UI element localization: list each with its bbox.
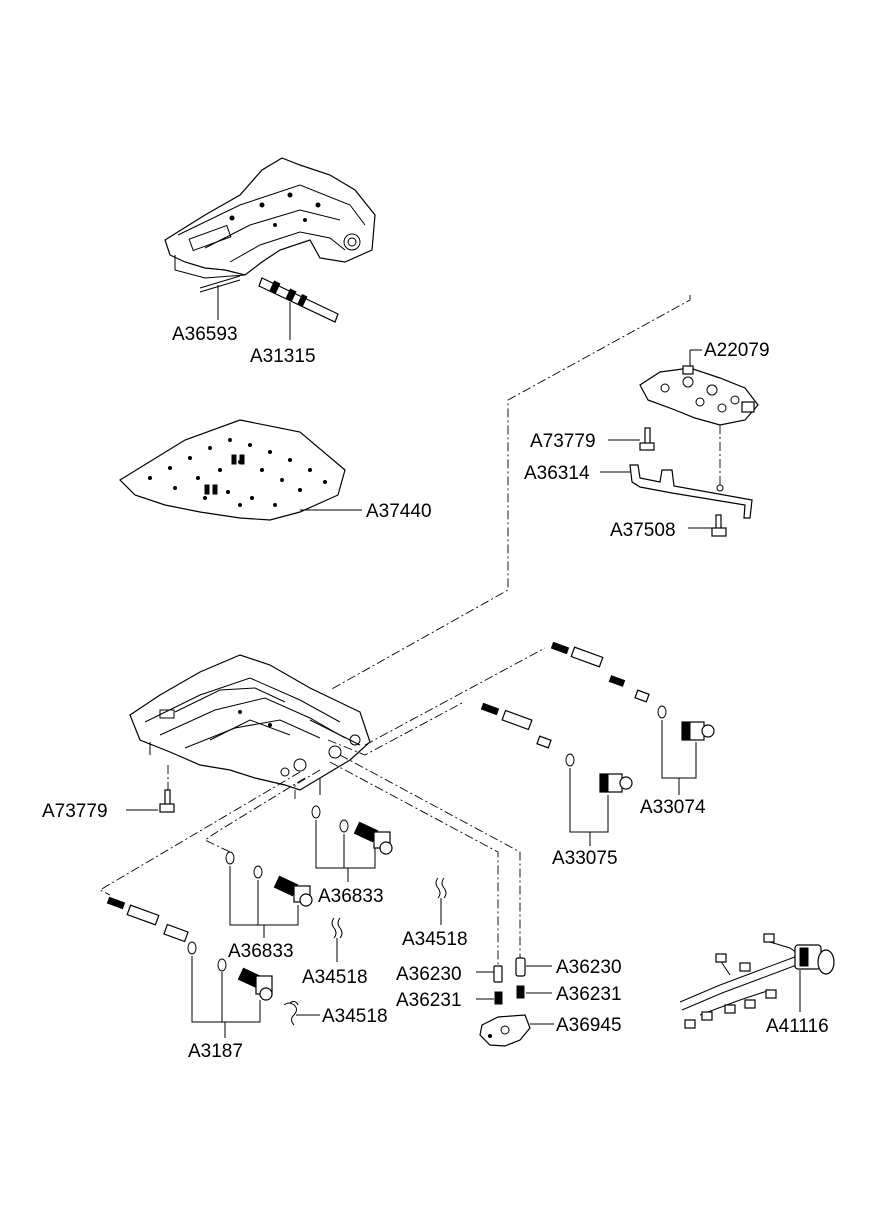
- part-a36833-lower-solenoid: [273, 875, 313, 907]
- label-a36945: A36945: [556, 1015, 622, 1036]
- label-a36230-right: A36230: [556, 957, 622, 978]
- part-a34518-mid-clip: [435, 877, 447, 899]
- label-a36833-upper: A36833: [318, 886, 384, 907]
- label-a36593: A36593: [172, 324, 238, 345]
- label-a36231-right: A36231: [556, 984, 622, 1005]
- valve-upper: [570, 646, 604, 668]
- label-a37508: A37508: [610, 520, 676, 541]
- part-a34518-upper-clip: [331, 917, 343, 939]
- part-a31315-shaft: [258, 277, 339, 323]
- label-a73779-top: A73779: [530, 431, 596, 452]
- part-a36230-right-pin: [515, 957, 526, 977]
- label-a34518-upper: A34518: [302, 967, 368, 988]
- part-a37508-bolt: [711, 514, 727, 537]
- label-a41116: A41116: [766, 1016, 829, 1037]
- label-a34518-lower: A34518: [322, 1006, 388, 1027]
- spring-mid-1: [480, 702, 500, 716]
- spring-upper-2: [608, 675, 626, 687]
- label-a31315: A31315: [250, 346, 316, 367]
- label-a22079: A22079: [704, 340, 770, 361]
- label-a73779-left: A73779: [42, 801, 108, 822]
- part-a33075-solenoid: [599, 773, 633, 793]
- label-a34518-mid: A34518: [402, 929, 468, 950]
- part-a73779-left-bolt: [159, 789, 175, 813]
- part-a41116-harness: [679, 933, 835, 1029]
- separator-plate-a37440: [119, 419, 346, 521]
- part-a36593-pin: [199, 275, 241, 293]
- part-a33074-solenoid: [681, 721, 715, 741]
- part-a36231-right-spring: [516, 985, 525, 999]
- label-a36231-left: A36231: [396, 990, 462, 1011]
- label-a37440: A37440: [366, 501, 432, 522]
- part-a34518-lower-clip: [283, 1000, 299, 1026]
- part-a36945-bracket: [479, 1014, 531, 1047]
- label-a33075: A33075: [552, 848, 618, 869]
- part-a22079: [639, 365, 759, 426]
- part-a36231-left-spring: [494, 991, 503, 1005]
- label-a36314: A36314: [524, 463, 590, 484]
- label-a33074: A33074: [640, 797, 706, 818]
- part-a36833-upper-solenoid: [353, 821, 393, 855]
- lower-valve-body: [129, 654, 371, 795]
- part-a36314-bracket: [629, 464, 753, 519]
- label-a36833-lower: A36833: [228, 941, 294, 962]
- label-a36230-left: A36230: [396, 964, 462, 985]
- spring-upper-1: [550, 641, 570, 655]
- spring-lower-left: [106, 896, 126, 910]
- label-a3187: A3187: [188, 1041, 243, 1062]
- upper-valve-body: [164, 157, 376, 279]
- part-a36230-left-pin: [493, 965, 503, 983]
- part-a3187-solenoid: [237, 967, 273, 1001]
- part-a73779-top-bolt: [639, 427, 655, 451]
